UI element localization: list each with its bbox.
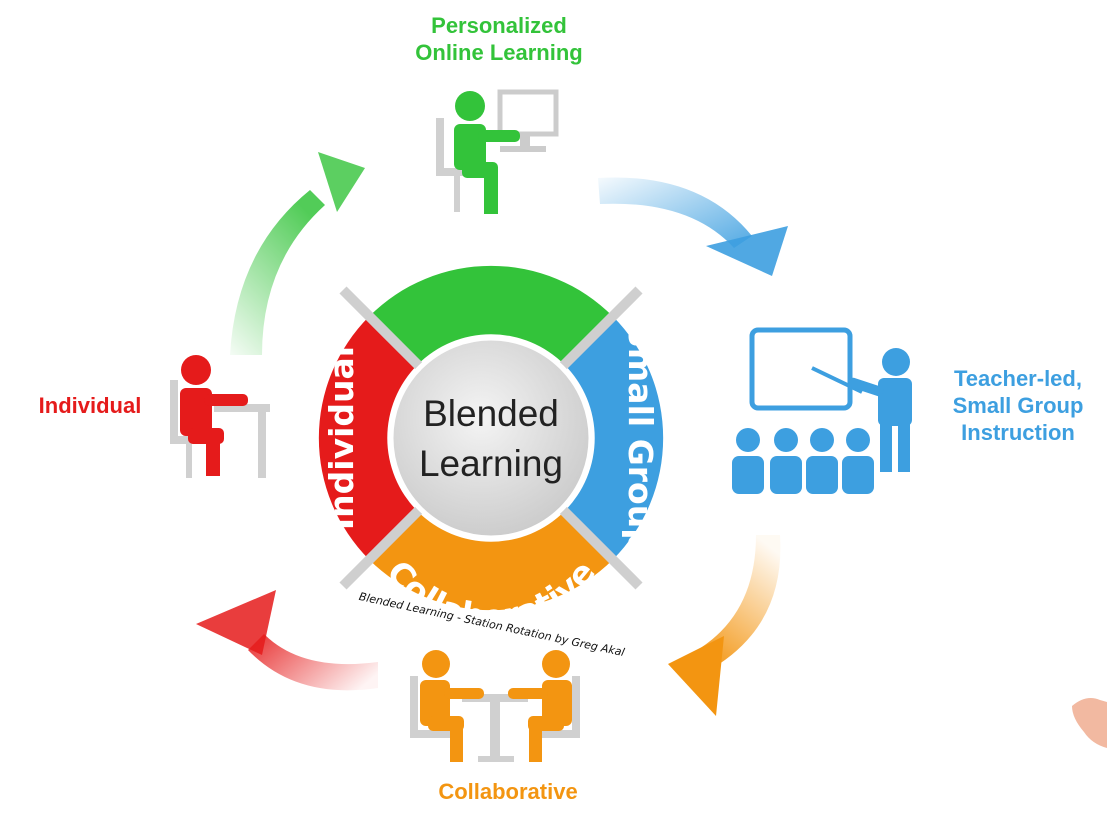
arrow-red <box>196 590 378 691</box>
blended-learning-wheel: Blended Learning Online Learning Small G… <box>318 200 664 659</box>
segment-label-individual: Individual <box>322 346 361 530</box>
station-label-collaborative: Collaborative <box>438 779 578 804</box>
center-title-line2: Learning <box>419 443 563 484</box>
arrow-green <box>230 152 365 355</box>
station-label-teacher-line3: Instruction <box>961 420 1075 445</box>
student-at-desk-icon <box>170 355 270 478</box>
wheel-segment-online <box>369 265 613 365</box>
station-label-teacher-line1: Teacher-led, <box>954 366 1082 391</box>
segment-label-small-group: Small Group <box>621 324 660 552</box>
wheel-segment-collaborative <box>369 511 613 611</box>
flow-arrows <box>196 152 788 716</box>
pointing-hand-icon <box>1072 698 1107 748</box>
wheel-segment-small-group <box>564 316 664 560</box>
wheel-dividers <box>339 286 643 590</box>
station-label-online-line1: Personalized <box>431 13 567 38</box>
center-title-line1: Blended <box>423 393 559 434</box>
two-students-at-table-icon <box>410 650 580 762</box>
student-at-computer-icon <box>436 89 559 214</box>
wheel-center <box>388 335 594 541</box>
station-label-online-line2: Online Learning <box>415 40 583 65</box>
students-group-icon <box>732 428 874 494</box>
teacher-with-board-icon <box>732 327 912 494</box>
arrow-orange <box>668 535 781 716</box>
station-label-teacher-line2: Small Group <box>952 393 1084 418</box>
station-label-individual: Individual <box>38 393 142 418</box>
arrow-blue <box>598 177 788 276</box>
station-label-online: Personalized Online Learning <box>388 12 610 66</box>
station-label-teacher: Teacher-led, Small Group Instruction <box>938 365 1098 446</box>
wheel-segment-individual <box>318 316 418 560</box>
